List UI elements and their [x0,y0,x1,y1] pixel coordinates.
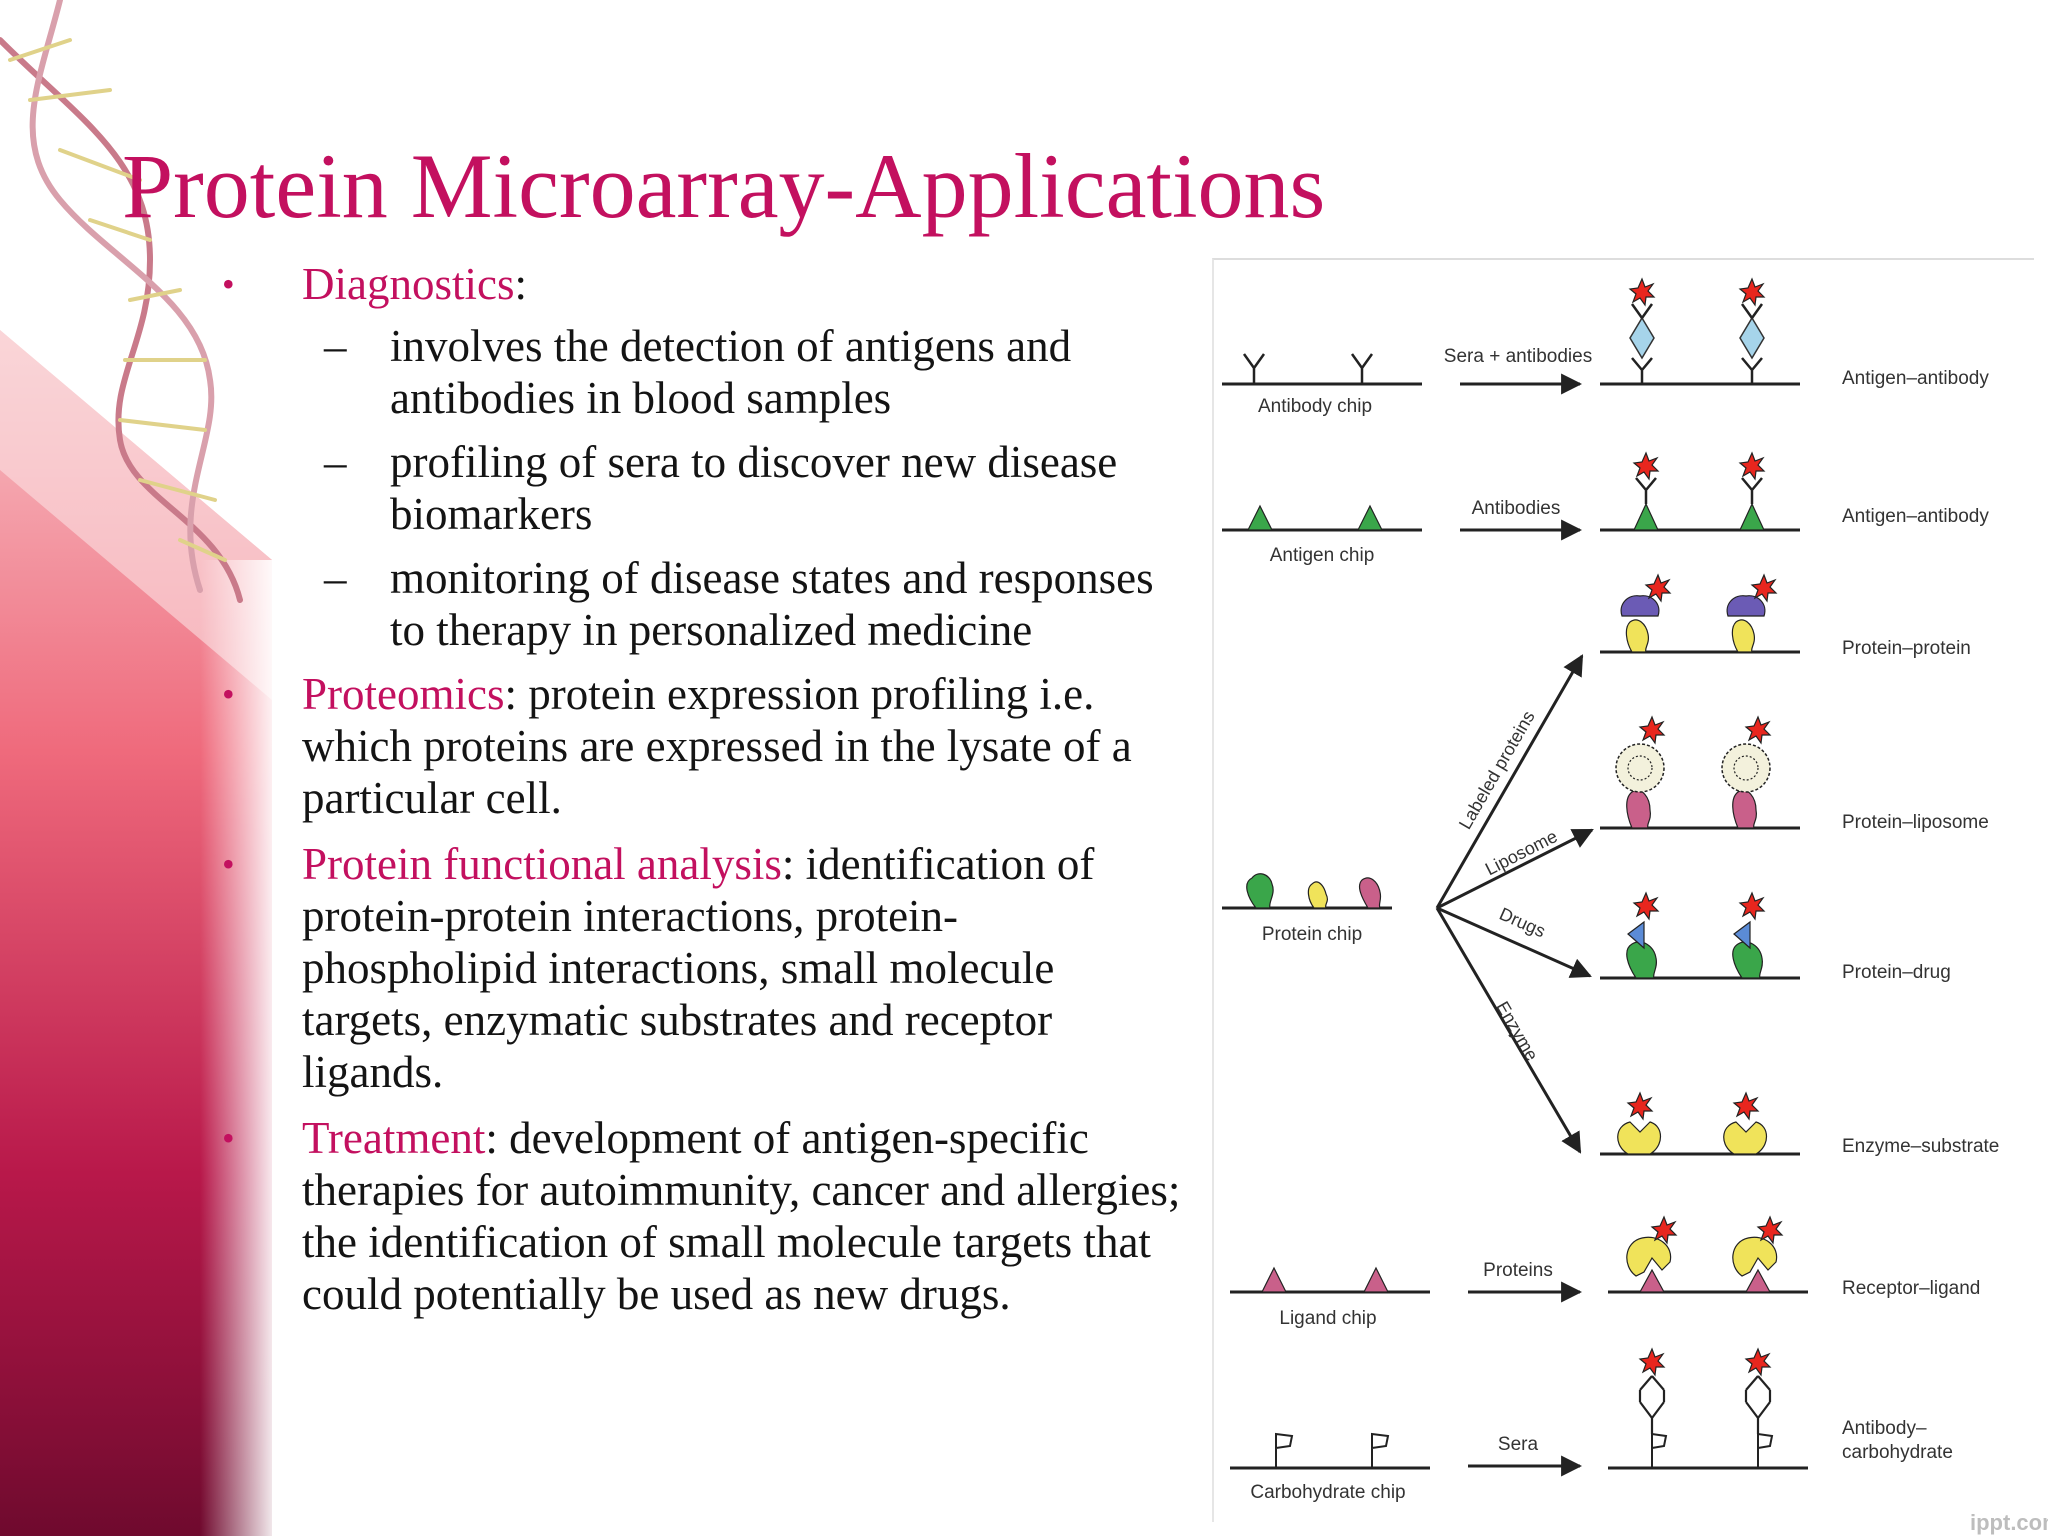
antibody-carbohydrate-complex [1744,1348,1774,1468]
label-sera: Sera [1498,1434,1539,1455]
sub-text: monitoring of disease states and respons… [390,553,1154,655]
label-drugs: Drugs [1496,904,1548,942]
sub-item: – monitoring of disease states and respo… [200,552,1190,656]
row-protein-drug: Protein–drug [1600,892,1951,983]
label-enzyme-substrate: Enzyme–substrate [1842,1136,1999,1157]
bullet-term: Diagnostics [302,259,515,309]
label-ligand-chip: Ligand chip [1279,1308,1376,1329]
microarray-applications-diagram: Antibody chip Sera + antibodies Antigen–… [1222,278,1999,1503]
sub-text: profiling of sera to discover new diseas… [390,437,1118,539]
label-labeled-proteins: Labeled proteins [1455,707,1539,832]
antigen-antibody-complex [1629,278,1655,384]
decor-panel-fade [200,560,280,1536]
bullet-dot: • [222,674,235,714]
antigen-antibody-complex [1633,452,1659,531]
protein-liposome-complex [1721,716,1771,829]
row-antibody-chip: Antibody chip Sera + antibodies Antigen–… [1222,278,1989,417]
antigen-antibody-complex [1739,452,1765,531]
label-antigen-chip: Antigen chip [1270,545,1375,566]
label-antigen-antibody: Antigen–antibody [1842,368,1989,389]
enzyme-substrate-complex [1723,1092,1768,1155]
protein-liposome-complex [1615,716,1665,829]
label-protein-chip: Protein chip [1262,924,1362,945]
enzyme-substrate-complex [1617,1092,1662,1155]
row-ligand-chip: Ligand chip Proteins Receptor–ligand [1230,1216,1980,1329]
antigen-antibody-complex [1739,278,1765,384]
label-protein-drug: Protein–drug [1842,962,1951,983]
antibody-carbohydrate-complex [1638,1348,1668,1468]
sub-dash: – [324,437,347,487]
receptor-ligand-complex [1626,1216,1677,1293]
bullet-list: • Diagnostics: – involves the detection … [200,258,1190,1320]
sub-item: – involves the detection of antigens and… [200,320,1190,424]
watermark: ippt.com [1970,1510,2048,1535]
bullet-term: Protein functional analysis [302,839,782,889]
figure-frame [1212,258,2034,1522]
bullet-proteomics: • Proteomics: protein expression profili… [200,668,1190,824]
bullet-dot: • [222,844,235,884]
label-sera-antibodies: Sera + antibodies [1444,346,1592,367]
label-antibody-carbohydrate-cont: carbohydrate [1842,1442,1953,1463]
row-protein-liposome: Protein–liposome [1600,716,1989,833]
label-protein-liposome: Protein–liposome [1842,812,1989,833]
row-antigen-chip: Antigen chip Antibodies Antigen–antibody [1222,452,1989,566]
label-enzyme: Enzyme [1492,998,1542,1064]
protein-drug-complex [1626,892,1659,979]
bullet-term: Proteomics [302,669,505,719]
bullet-text: : development of antigen-specific therap… [302,1113,1181,1319]
sub-item: – profiling of sera to discover new dise… [200,436,1190,540]
dna-helix [0,0,243,603]
slide-title: Protein Microarray-Applications [122,135,1326,237]
protein-protein-complex [1726,574,1777,653]
bullet-text: : identification of protein-protein inte… [302,839,1095,1097]
bullet-functional-analysis: • Protein functional analysis: identific… [200,838,1190,1098]
bullet-dot: • [222,1118,235,1158]
label-antibody-carbohydrate: Antibody– [1842,1418,1927,1439]
row-enzyme-substrate: Enzyme–substrate [1600,1092,1999,1157]
label-carbohydrate-chip: Carbohydrate chip [1250,1482,1405,1503]
row-carbohydrate-chip: Carbohydrate chip Sera Antibody– carbohy… [1230,1348,1953,1503]
sub-list: – involves the detection of antigens and… [302,320,1190,656]
bullet-dot: • [222,264,235,304]
bullet-text: : [514,259,527,309]
bullet-term: Treatment [302,1113,486,1163]
receptor-ligand-complex [1732,1216,1783,1293]
label-antigen-antibody: Antigen–antibody [1842,506,1989,527]
bullet-text: : protein expression profiling i.e. whic… [302,669,1132,823]
bullet-diagnostics: • Diagnostics: – involves the detection … [200,258,1190,656]
label-antibodies: Antibodies [1472,498,1561,519]
sub-dash: – [324,553,347,603]
sub-text: involves the detection of antigens and a… [390,321,1072,423]
sub-dash: – [324,321,347,371]
label-antibody-chip: Antibody chip [1258,396,1372,417]
row-protein-chip: Protein chip Labeled proteins Liposome D… [1222,654,1594,1154]
bullet-treatment: • Treatment: development of antigen-spec… [200,1112,1190,1320]
row-protein-protein: Protein–protein [1600,574,1971,659]
label-protein-protein: Protein–protein [1842,638,1971,659]
protein-protein-complex [1620,574,1671,653]
label-proteins: Proteins [1483,1260,1553,1281]
protein-drug-complex [1732,892,1765,979]
label-receptor-ligand: Receptor–ligand [1842,1278,1980,1299]
